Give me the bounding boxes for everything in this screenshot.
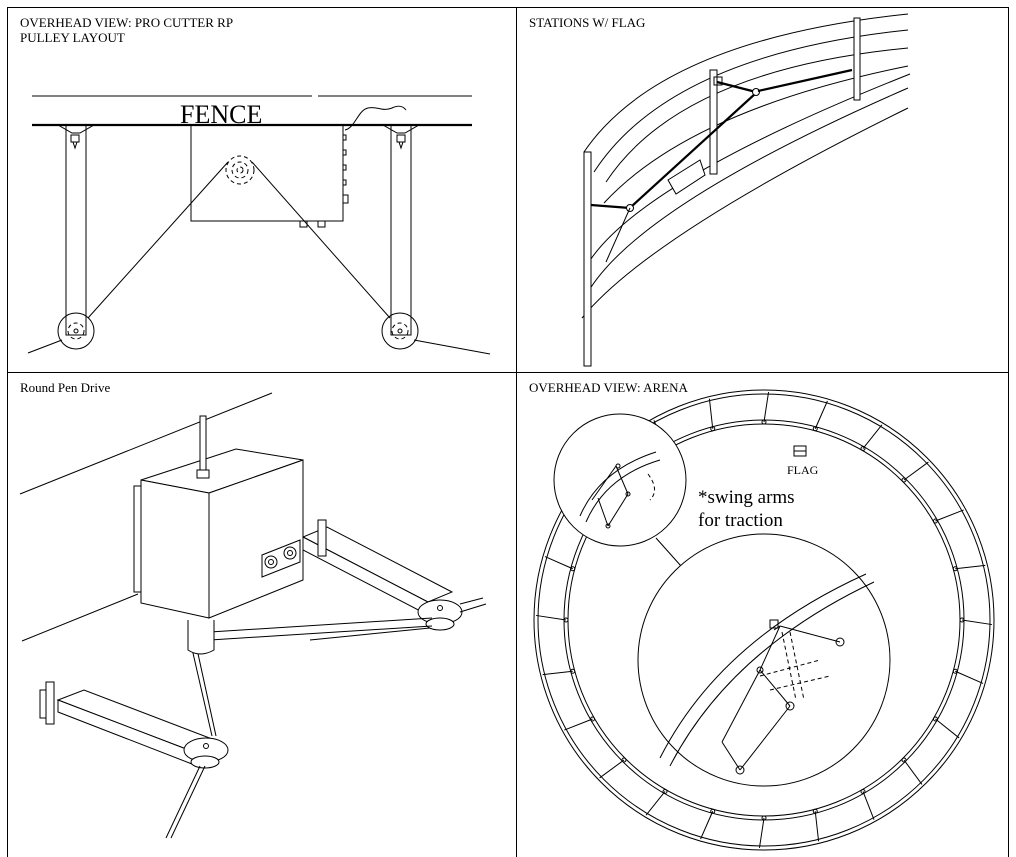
arena-title: OVERHEAD VIEW: ARENA [529, 380, 688, 395]
fence-label: FENCE [180, 100, 262, 129]
arena-post [955, 564, 986, 570]
arena-post-pivot [812, 808, 818, 814]
arena-post [544, 556, 573, 570]
arena-panel: OVERHEAD VIEW: ARENA FLAG [529, 380, 995, 851]
drive-left-arm [39, 681, 229, 839]
arena-post-pivot [710, 426, 716, 432]
pulley-layout-title-line1: OVERHEAD VIEW: PRO CUTTER RP [20, 15, 233, 30]
arena-post [564, 718, 593, 731]
right-swing-arm [381, 124, 420, 350]
fence-post [709, 69, 718, 175]
panel-grid [7, 7, 1009, 857]
round-pen-drive-title: Round Pen Drive [20, 380, 111, 395]
fence-post [583, 151, 592, 367]
cable-path [27, 161, 491, 355]
arena-post [903, 759, 923, 785]
arena-post [862, 424, 883, 449]
drive-pulley-hidden [225, 155, 255, 185]
station-arm-upper [713, 68, 853, 96]
arena-post-pivot [590, 716, 596, 722]
arena-post-pivot [952, 566, 958, 572]
flag-icon [667, 159, 706, 195]
fence-post [853, 17, 861, 101]
arena-post-pivot [563, 617, 569, 623]
arena-post [645, 791, 666, 816]
arena-post-pivot [662, 788, 668, 794]
drive-box [190, 124, 344, 222]
pulley-layout-panel: OVERHEAD VIEW: PRO CUTTER RP PULLEY LAYO… [20, 15, 491, 355]
arena-post-pivot [932, 518, 938, 524]
detail-callout [553, 413, 891, 787]
arena-post-pivot [570, 566, 576, 572]
stations-flag-title: STATIONS W/ FLAG [529, 15, 645, 30]
arena-post [758, 817, 765, 849]
stations-flag-panel: STATIONS W/ FLAG [529, 13, 911, 367]
arena-post-pivot [901, 757, 907, 763]
arena-post-pivot [932, 716, 938, 722]
arena-post-pivot [952, 668, 958, 674]
antenna [199, 415, 207, 479]
swing-arms-note-line1: *swing arms [698, 487, 795, 508]
drive-right-arm [301, 519, 487, 631]
arena-post-pivot [570, 668, 576, 674]
arena-post [961, 619, 993, 626]
arena-post-pivot [901, 477, 907, 483]
arena-post-pivot [710, 808, 716, 814]
flag-label: FLAG [787, 463, 819, 477]
arena-post [535, 614, 567, 621]
arena-post [903, 461, 929, 481]
arena-post-pivot [860, 788, 866, 794]
arena-post-pivot [621, 757, 627, 763]
arena-post [763, 391, 770, 423]
control-knob-icon[interactable] [283, 546, 297, 560]
control-knob-icon[interactable] [264, 555, 278, 569]
arena-post-pivot [959, 617, 965, 623]
arena-post [935, 509, 964, 522]
power-cord [344, 105, 407, 131]
drive-box-tabs [299, 134, 349, 228]
arena-post [955, 670, 984, 684]
station-arm-lower [590, 92, 757, 263]
arena-post [542, 670, 573, 676]
arena-post [599, 759, 625, 779]
arena-post [862, 791, 875, 820]
arena-post-pivot [860, 446, 866, 452]
arena-post [935, 718, 960, 739]
drive-unit [133, 415, 304, 655]
arena-posts [535, 391, 993, 849]
arena-post [814, 400, 828, 429]
arena-post-pivot [812, 426, 818, 432]
pulley-layout-title-line2: PULLEY LAYOUT [20, 30, 125, 45]
arena-post-pivot [761, 815, 767, 821]
arena-post-pivot [761, 419, 767, 425]
round-pen-drive-panel: Round Pen Drive [19, 380, 487, 839]
arena-post [708, 398, 714, 429]
arena-post [700, 811, 714, 840]
arena-post [814, 811, 820, 842]
swing-arms-note-line2: for traction [698, 510, 783, 531]
left-swing-arm [57, 124, 95, 350]
